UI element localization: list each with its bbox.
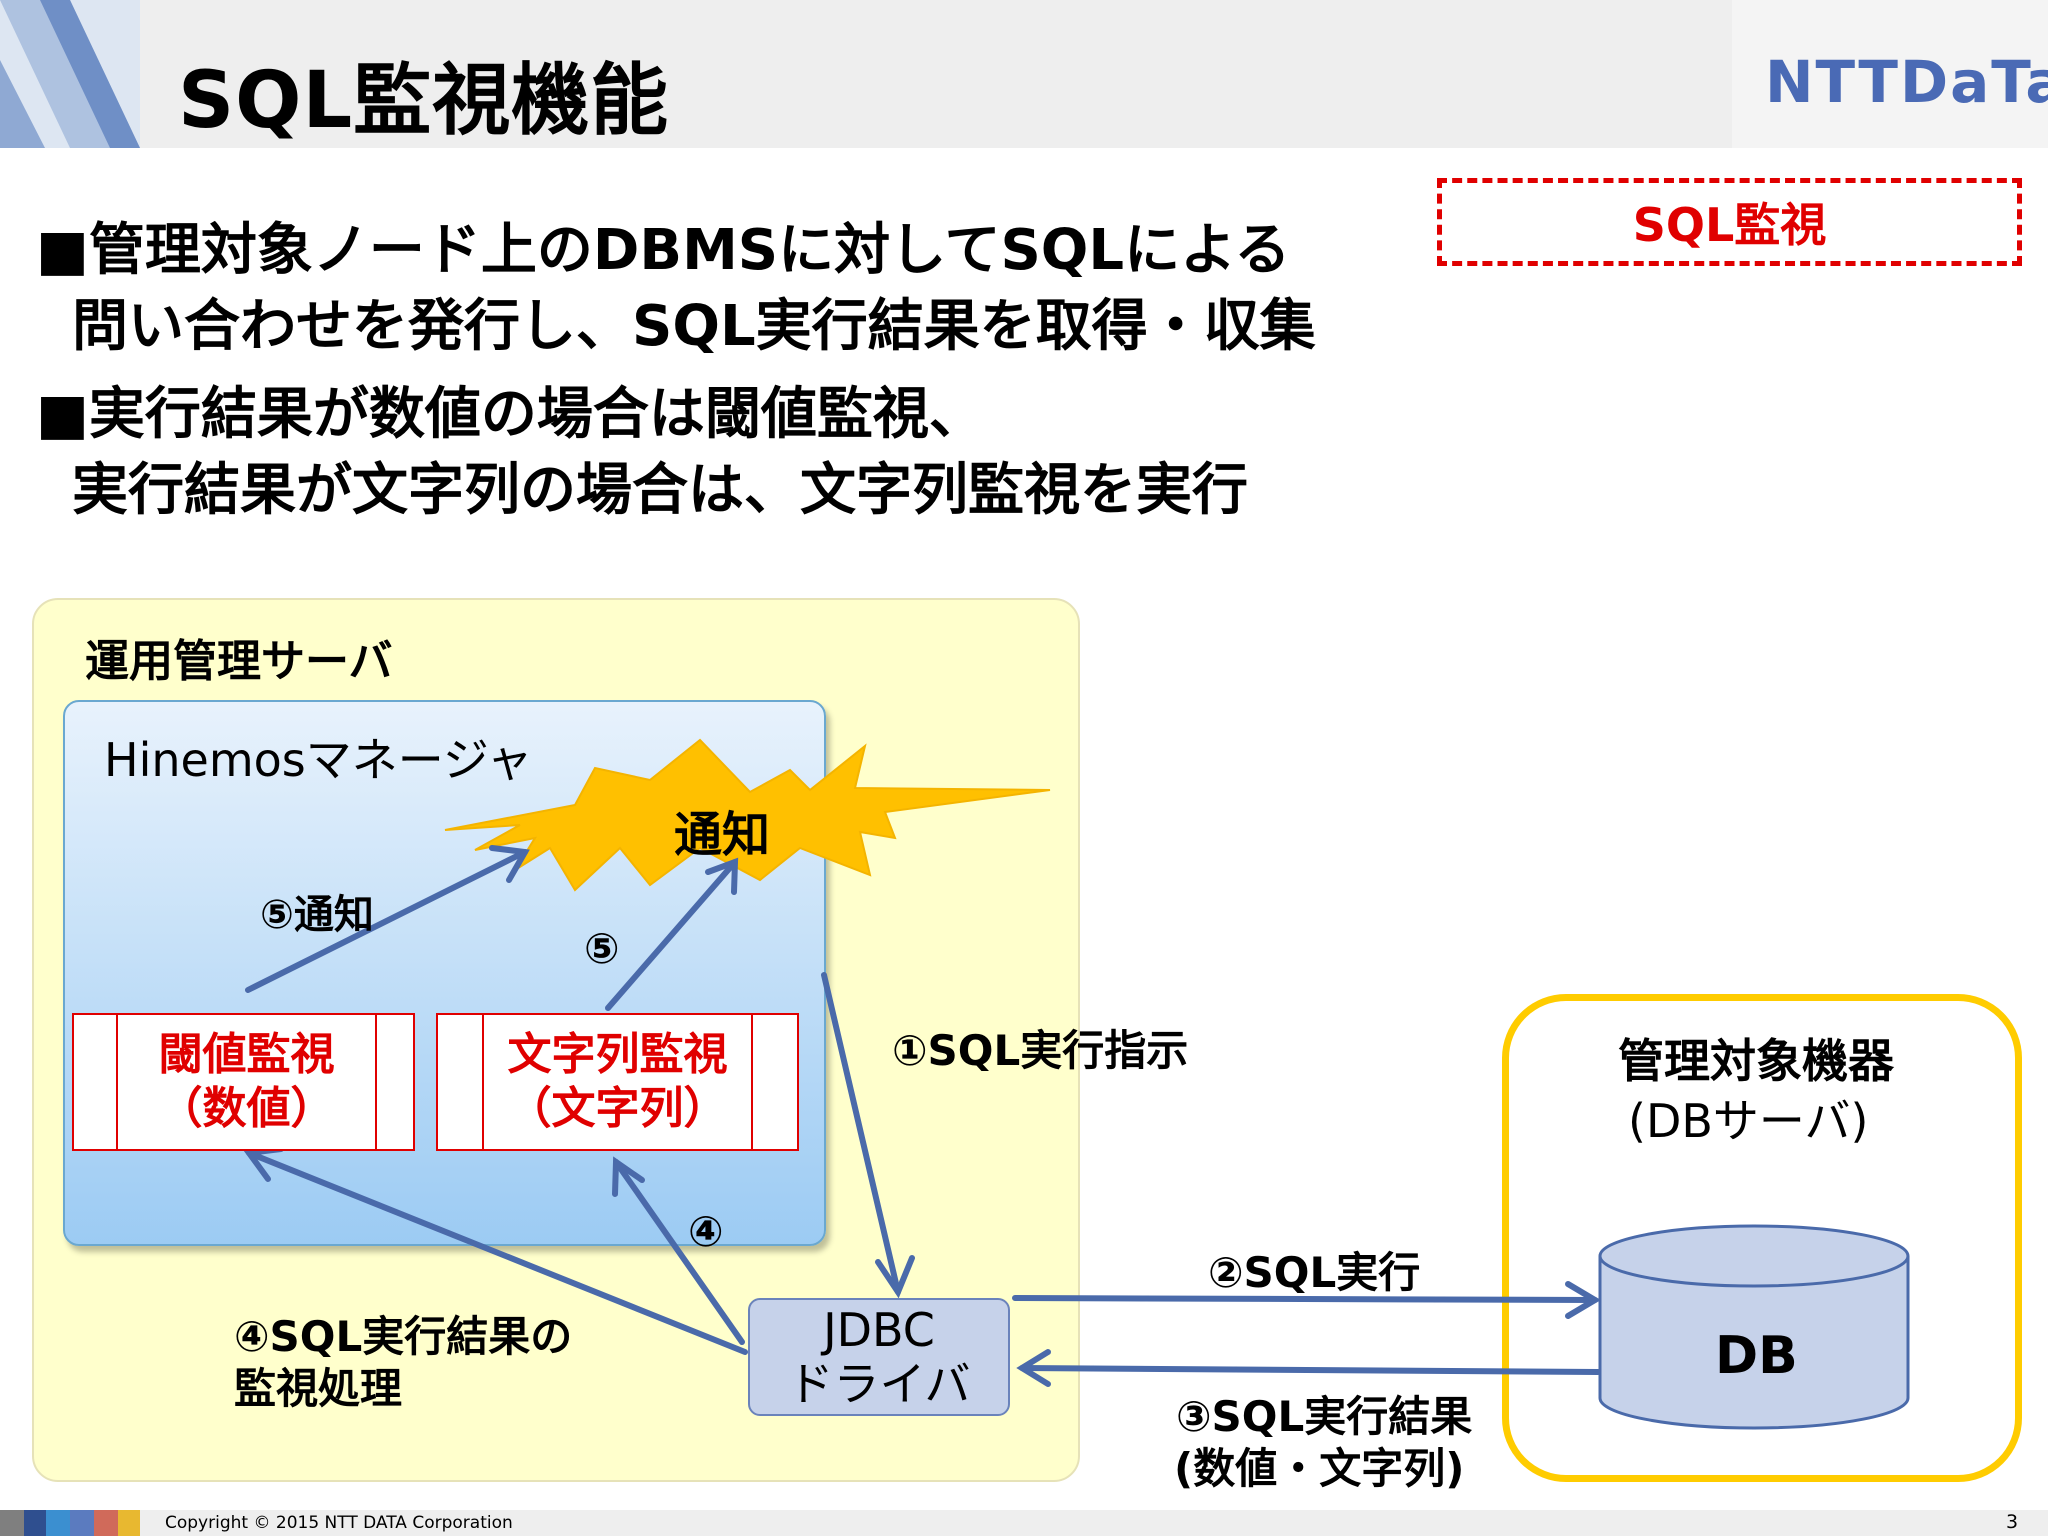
step-4-label-line-1: ④SQL実行結果の [234,1312,573,1361]
step-1-label: ①SQL実行指示 [892,1026,1189,1075]
header-bar [0,0,2048,148]
arrow-notify-string [605,859,738,1011]
corner-decoration [0,0,140,148]
threshold-monitor-box: 閾値監視 （数値） [72,1013,415,1151]
notify-label: 通知 [674,807,771,863]
sql-monitor-tag-label: SQL監視 [1632,198,1827,252]
threshold-monitor-title: 閾値監視 [158,1029,335,1080]
company-logo: NTTDaTa [1765,48,2048,116]
arrow-result-string [613,1159,745,1345]
target-device-sublabel: (DBサーバ) [1628,1094,1869,1148]
db-cylinder [1598,1224,1910,1430]
step-5-short-label: ⑤ [584,924,620,973]
bullet-1-line-2: 問い合わせを発行し、SQL実行結果を取得・収集 [72,294,1316,359]
arrow-sql-result [1019,1365,1601,1375]
step-3-label-line-1: ③SQL実行結果 [1176,1392,1473,1441]
string-monitor-inner: 文字列監視 （文字列） [482,1013,753,1151]
arrow-notify-threshold [245,849,528,993]
step-5-notify-label: ⑤通知 [260,892,374,938]
bullet-2-line-1: ■実行結果が数値の場合は閾値監視、 [36,382,985,447]
arrowhead-sql-instruction [875,1255,915,1299]
hinemos-manager-label: Hinemosマネージャ [104,733,533,787]
jdbc-driver-box: JDBC ドライバ [748,1298,1010,1416]
threshold-monitor-inner: 閾値監視 （数値） [116,1013,377,1151]
jdbc-driver-title: JDBC [823,1303,935,1357]
step-2-label: ②SQL実行 [1208,1248,1421,1297]
threshold-monitor-subtitle: （数値） [158,1083,335,1134]
management-server-label: 運用管理サーバ [85,636,393,687]
step-4-short-label: ④ [688,1207,724,1256]
arrowhead-notify-string [705,857,739,895]
db-label: DB [1715,1326,1798,1386]
sql-monitor-tag: SQL監視 [1437,178,2022,266]
bullet-1-line-1: ■管理対象ノード上のDBMSに対してSQLによる [36,218,1291,283]
bullet-2-line-2: 実行結果が文字列の場合は、文字列監視を実行 [72,458,1248,523]
arrow-sql-instruction [821,972,901,1295]
arrow-sql-execute [1012,1295,1598,1303]
arrowhead-sql-execute [1565,1281,1601,1319]
page-title: SQL監視機能 [178,56,670,146]
arrowhead-sql-result [1016,1349,1051,1387]
step-4-label-line-2: 監視処理 [234,1364,403,1413]
step-3-label-line-2: (数値・文字列) [1174,1444,1465,1493]
string-monitor-title: 文字列監視 [507,1029,728,1080]
jdbc-driver-subtitle: ドライバ [787,1357,971,1411]
arrowhead-notify-threshold [489,845,530,883]
string-monitor-subtitle: （文字列） [507,1083,728,1134]
target-device-label: 管理対象機器 [1618,1034,1894,1088]
string-monitor-box: 文字列監視 （文字列） [436,1013,799,1151]
notify-burst [444,738,1051,892]
footer-strip [0,1510,2048,1536]
page-number: 3 [2006,1511,2019,1533]
logo-band [1732,0,2048,148]
arrowhead-result-string [612,1156,645,1197]
copyright-text: Copyright © 2015 NTT DATA Corporation [165,1513,513,1533]
arrow-result-threshold [246,1150,748,1355]
